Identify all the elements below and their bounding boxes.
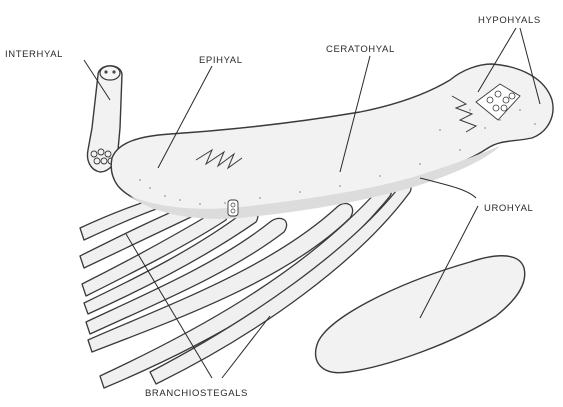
label-branchiostegals: BRANCHIOSTEGALS xyxy=(145,388,248,399)
label-hypohyals: HYPOHYALS xyxy=(478,15,541,26)
branchiostegal-base-cartilage xyxy=(228,200,238,216)
label-urohyal: UROHYAL xyxy=(484,203,533,214)
urohyal-bone xyxy=(316,256,525,373)
label-epihyal: EPIHYAL xyxy=(199,55,243,66)
hyoid-bar xyxy=(111,64,553,219)
label-ceratohyal: CERATOHYAL xyxy=(326,44,395,55)
label-interhyal: INTERHYAL xyxy=(5,49,63,60)
